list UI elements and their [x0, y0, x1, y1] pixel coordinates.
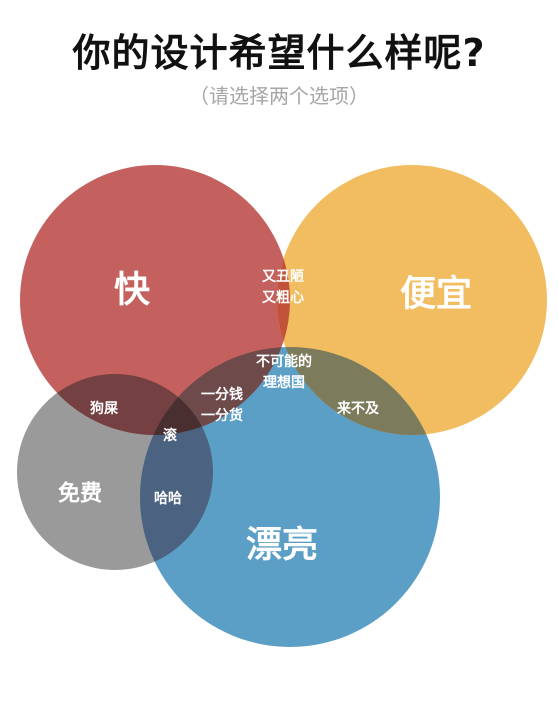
label-fast-free: 狗屎: [90, 400, 119, 417]
label-fast-cheap-pretty-line1: 不可能的: [256, 353, 312, 370]
label-fast-pretty-line1: 一分钱: [201, 386, 243, 403]
label-free-pretty: 哈哈: [154, 490, 182, 507]
label-fast-pretty-line2: 一分货: [201, 407, 243, 424]
label-pretty: 漂亮: [246, 525, 318, 566]
label-fast-free-pretty: 滚: [163, 427, 178, 444]
label-fast: 快: [114, 270, 151, 311]
page-subtitle: （请选择两个选项）: [189, 84, 369, 108]
label-free: 免费: [58, 481, 102, 507]
label-fast-cheap-line1: 又丑陋: [262, 269, 304, 285]
label-fast-cheap-line2: 又粗心: [262, 289, 304, 306]
label-fast-cheap-pretty-line2: 理想国: [263, 374, 305, 391]
label-cheap-pretty: 来不及: [336, 401, 380, 417]
overlap-cheap-pretty: [277, 347, 440, 435]
page-title: 你的设计希望什么样呢?: [72, 31, 486, 75]
label-cheap: 便宜: [400, 274, 472, 315]
